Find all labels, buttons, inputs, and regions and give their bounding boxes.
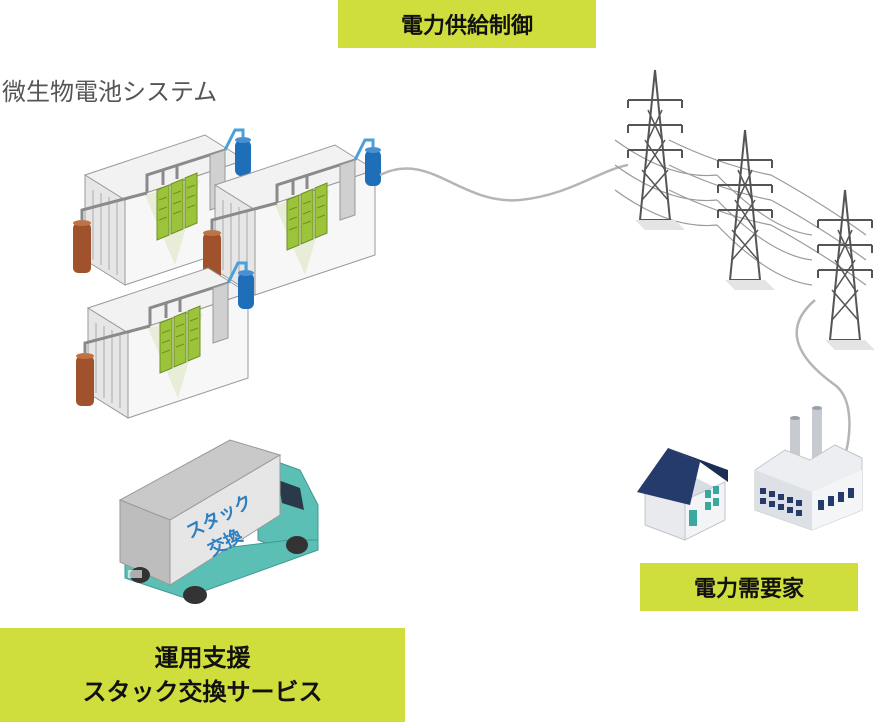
battery-module-icon [74, 261, 256, 420]
system-title: 微生物電池システム [2, 78, 218, 106]
power-control-text: 電力供給制御 [400, 14, 533, 39]
power-lines [614, 139, 867, 286]
consumer-text: 電力需要家 [693, 577, 804, 602]
power-cable [379, 163, 629, 202]
house-icon [637, 448, 728, 541]
consumer-cable [795, 299, 851, 456]
support-label: 運用支援 スタック交換サービス [0, 628, 405, 722]
power-control-label: 電力供給制御 [338, 0, 596, 48]
support-line2: スタック交換サービス [82, 678, 323, 706]
transmission-tower-icon [717, 129, 776, 291]
transmission-tower-icon [817, 189, 876, 351]
truck-icon [118, 439, 319, 604]
support-line1: 運用支援 [154, 644, 251, 672]
factory-icon [754, 406, 863, 531]
consumer-label: 電力需要家 [640, 563, 858, 611]
transmission-tower-icon [627, 69, 686, 231]
